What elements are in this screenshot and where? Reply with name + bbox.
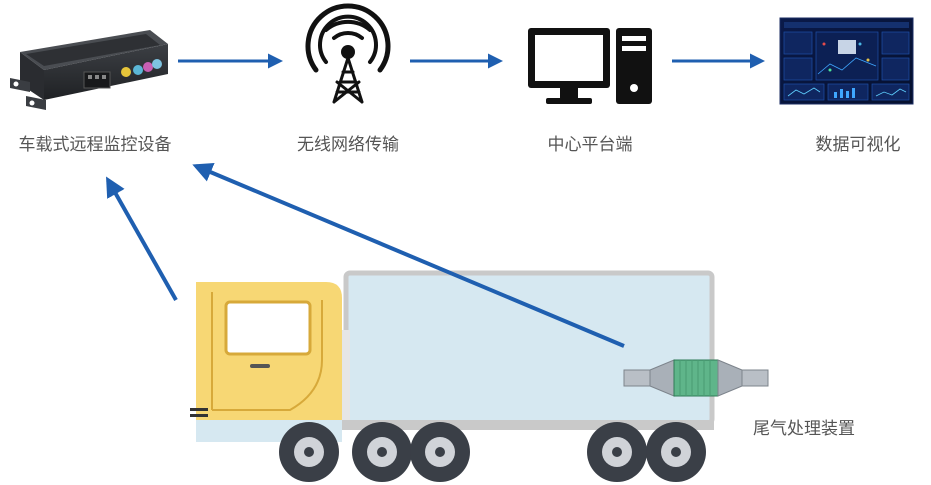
catalytic-converter-icon [623,359,769,397]
dashboard-screen-icon [779,17,914,105]
wheel [587,422,647,482]
device-label: 车载式远程监控设备 [18,135,172,155]
platform-label: 中心平台端 [547,135,633,155]
wireless-label: 无线网络传输 [297,135,399,155]
radio-tower-icon [305,3,391,104]
arrow-exhaust-to-device [192,162,625,348]
visualization-label: 数据可视化 [815,135,901,155]
wheel [352,422,412,482]
wheel [279,422,339,482]
truck-icon [190,270,715,482]
arrow-truck-to-device [106,176,178,301]
wheel [646,422,706,482]
exhaust-label: 尾气处理装置 [753,419,855,439]
desktop-computer-icon [528,28,652,104]
telematics-box-icon [10,30,168,110]
wheel [410,422,470,482]
